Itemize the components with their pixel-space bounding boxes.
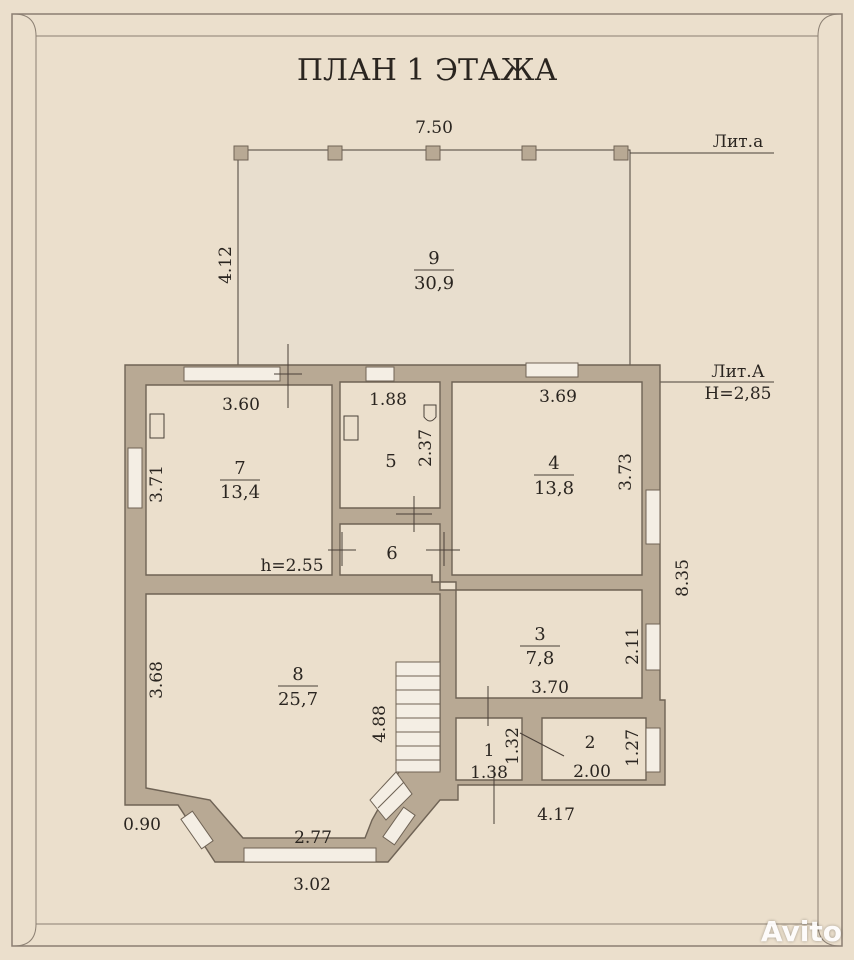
inner-frame	[13, 13, 841, 947]
room-7-label: 7 13,4	[220, 458, 260, 503]
svg-text:3.02: 3.02	[293, 875, 331, 895]
svg-text:3: 3	[534, 624, 545, 645]
svg-text:2.00: 2.00	[573, 762, 611, 782]
svg-text:1.38: 1.38	[470, 763, 508, 783]
svg-text:2.37: 2.37	[416, 429, 436, 467]
room-3-label: 3 7,8	[520, 624, 560, 669]
svg-text:4: 4	[548, 453, 559, 474]
svg-text:2.77: 2.77	[294, 828, 332, 848]
room-8-label: 8 25,7	[278, 664, 318, 710]
svg-text:0.90: 0.90	[123, 815, 161, 835]
svg-text:3.71: 3.71	[147, 465, 167, 503]
terrace-area	[237, 149, 631, 366]
fixture-icons	[149, 404, 437, 441]
svg-text:9: 9	[428, 248, 439, 269]
svg-text:3.70: 3.70	[531, 678, 569, 698]
svg-text:1: 1	[484, 741, 495, 761]
outer-frame	[11, 13, 843, 947]
svg-text:4.88: 4.88	[370, 705, 390, 743]
svg-text:3.68: 3.68	[147, 661, 167, 699]
windows	[127, 362, 661, 863]
svg-text:4.12: 4.12	[216, 246, 236, 284]
svg-text:3.69: 3.69	[539, 387, 577, 407]
svg-text:3.60: 3.60	[222, 395, 260, 415]
room-6-label: 6	[386, 543, 397, 564]
room-4-label: 4 13,8	[534, 453, 574, 499]
svg-text:7: 7	[234, 458, 245, 479]
svg-text:13,4: 13,4	[220, 482, 260, 503]
svg-text:6: 6	[386, 543, 397, 564]
door-marks	[274, 344, 565, 824]
svg-text:4.17: 4.17	[537, 805, 575, 825]
house-height: H=2,85	[705, 384, 772, 404]
svg-text:8.35: 8.35	[673, 559, 693, 597]
svg-text:13,8: 13,8	[534, 478, 574, 499]
svg-text:7.50: 7.50	[415, 118, 453, 138]
svg-text:3.73: 3.73	[616, 453, 636, 491]
avito-watermark: Avito	[760, 915, 842, 948]
svg-text:7,8: 7,8	[526, 648, 555, 669]
svg-text:2: 2	[585, 733, 596, 753]
svg-text:25,7: 25,7	[278, 689, 318, 710]
page-title: ПЛАН 1 ЭТАЖА	[297, 53, 558, 88]
dimensions: 7.50 4.12 3.60 1.88 2.37 3.69 3.71 3.73 …	[123, 118, 693, 895]
svg-text:1.88: 1.88	[369, 390, 407, 410]
svg-text:30,9: 30,9	[414, 273, 454, 294]
svg-text:1.27: 1.27	[623, 729, 643, 767]
room7-height: h=2.55	[260, 556, 323, 576]
room-2-label: 2 2.00	[573, 733, 611, 782]
stairs-icon	[369, 661, 441, 821]
room-9-label: 9 30,9	[414, 248, 454, 294]
svg-text:5: 5	[385, 451, 396, 472]
svg-text:8: 8	[292, 664, 303, 685]
room-5-label: 5	[385, 451, 396, 472]
lit-a-small: Лит.а	[713, 132, 763, 152]
room-1-label: 1 1.38	[470, 741, 508, 783]
terrace-posts	[233, 145, 629, 161]
svg-text:1.32: 1.32	[503, 727, 523, 765]
svg-text:2.11: 2.11	[623, 627, 643, 665]
lit-a-big: Лит.А	[711, 362, 764, 382]
